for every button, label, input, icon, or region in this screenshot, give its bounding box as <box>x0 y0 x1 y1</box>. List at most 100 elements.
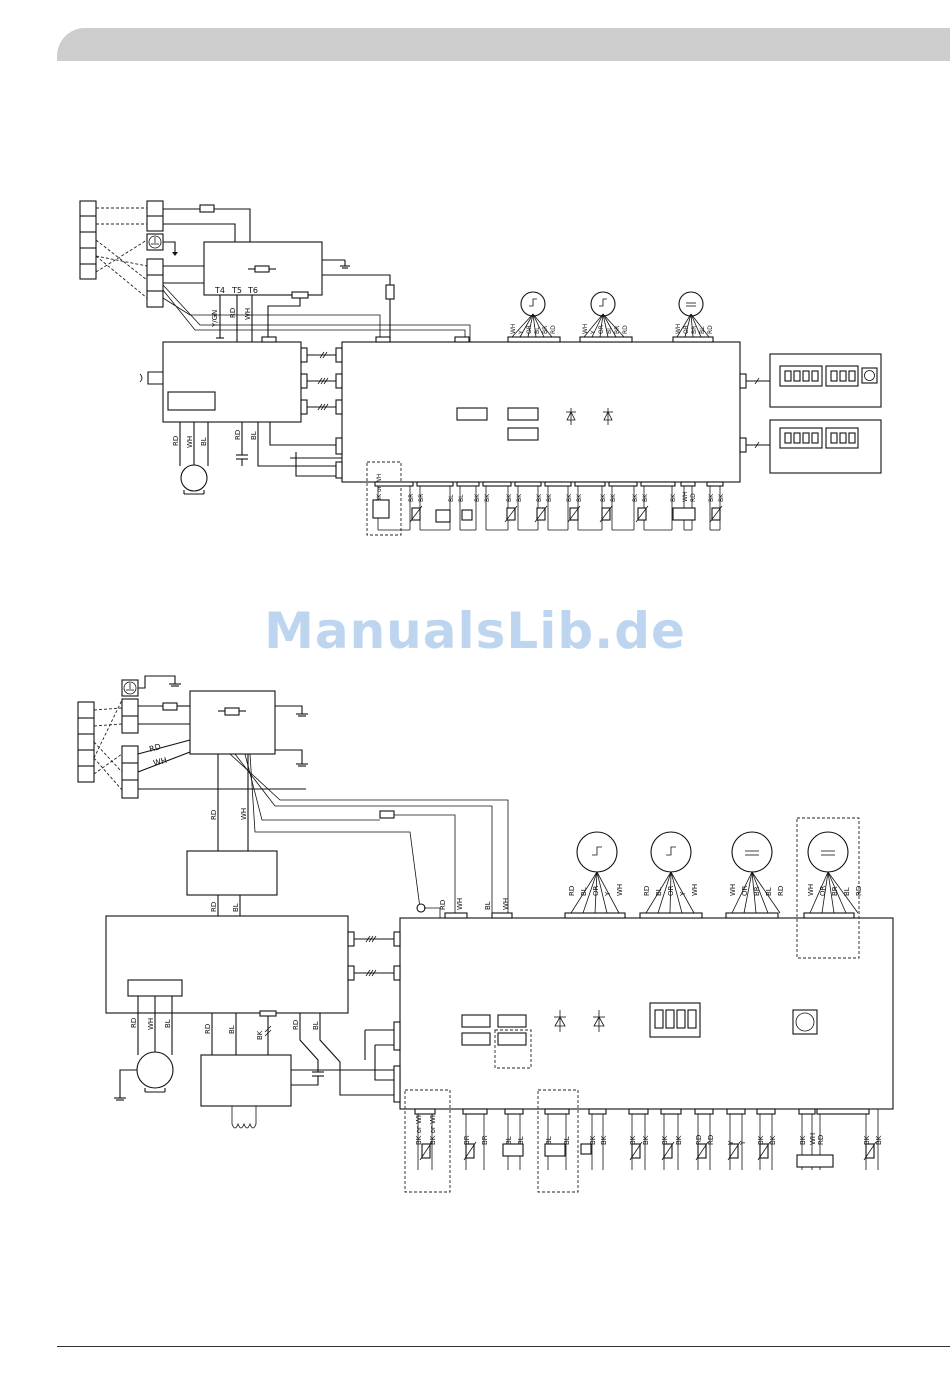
filter-board-2 <box>189 690 276 755</box>
top-conn-rd: RD <box>439 900 447 910</box>
board-wire-bl: BL <box>232 903 240 912</box>
bottom2-wire-label: BR <box>463 1135 471 1145</box>
bottom-wire-label: BL <box>448 494 455 502</box>
supply-wire-rd: RD <box>148 742 162 754</box>
valve2-wire-label: RD <box>643 886 651 896</box>
valve-wire-label: Y <box>590 330 597 335</box>
wire-label-ygn: Y/GN <box>211 310 219 328</box>
bottom2-wire-label: BK <box>875 1135 883 1145</box>
bottom-wire-label: BR <box>408 494 415 502</box>
valve-wire-label: Y <box>518 330 525 335</box>
valve2-wire-label: OR <box>819 885 827 896</box>
bottom2-wire-label: BK <box>600 1135 608 1145</box>
bottom-wire-label: BK <box>600 493 607 502</box>
valve2-wire-label: WH <box>691 884 699 896</box>
comp-wire-bl2: BL <box>312 1021 320 1030</box>
bottom2-wire-label: BL <box>545 1136 553 1145</box>
bottom2-wire-label: BK or WH <box>415 1112 423 1145</box>
valve2-wire-label: OR <box>592 885 600 896</box>
watermark: ManualsLib.de <box>264 602 686 660</box>
bottom2-wire-label: Y <box>739 1140 747 1146</box>
wiring-diagram-1: T4 T5 T6 Y/GN RD WH RD WH BL RD BL <box>79 200 882 536</box>
bottom-wire-label: BK <box>670 493 677 502</box>
bottom2-wire-label: BK <box>799 1135 807 1145</box>
bottom-wire-label: BK <box>474 493 481 502</box>
comp-wire-rd2: RD <box>292 1020 300 1030</box>
expansion-valve-2-4 <box>803 831 855 919</box>
supply-wire-wh: WH <box>152 756 168 768</box>
drive-board-2 <box>105 915 349 1014</box>
valve-wire-label: RD <box>707 325 714 334</box>
main-control-board-2 <box>399 917 894 1110</box>
bottom2-wire-label: BK <box>769 1135 777 1145</box>
valve2-wire-label: OR <box>741 885 749 896</box>
bottom2-wire-label: WH <box>809 1133 817 1145</box>
fan-wire-rd: RD <box>172 436 180 446</box>
valve-wire-label: BR <box>542 326 549 334</box>
ground-symbol <box>146 233 178 256</box>
valve-wire-label: OR <box>683 325 690 334</box>
valve2-wire-label: BL <box>655 887 663 896</box>
valve-wire-label: OR <box>526 325 533 334</box>
vertical-wire-wh: WH <box>240 808 248 820</box>
terminal-T4: T4 <box>214 286 225 295</box>
bottom2-wire-label: BL <box>517 1136 525 1145</box>
bottom-wire-label: RD <box>690 493 697 502</box>
valve2-wire-label: BR <box>831 886 839 896</box>
bottom-wire-label: BK <box>536 493 543 502</box>
valve2-wire-label: RD <box>568 886 576 896</box>
valve-wire-label: OR <box>598 325 605 334</box>
bottom2-wire-label: BR <box>481 1135 489 1145</box>
fan2-wire-wh: WH <box>147 1018 155 1030</box>
bottom2-wire-label: BL <box>563 1136 571 1145</box>
cap-wire-bl: BL <box>250 431 258 440</box>
bottom-wire-label: BK <box>642 493 649 502</box>
bottom2-wire-label: RD <box>817 1135 825 1145</box>
bottom2-wire-label: RD <box>695 1135 703 1145</box>
bottom-wire-label: BK <box>546 493 553 502</box>
bottom-wire-label: BK <box>566 493 573 502</box>
valve2-wire-label: WH <box>807 884 815 896</box>
bottom-wire-label: BL <box>458 494 465 502</box>
bottom2-wire-label: BK <box>661 1135 669 1145</box>
led-icon-2 <box>554 1010 605 1032</box>
bottom-wire-label: BK <box>718 493 725 502</box>
valve2-wire-label: RD <box>777 886 785 896</box>
bottom2-wire-label: BK <box>629 1135 637 1145</box>
bottom-wire-label: BK <box>610 493 617 502</box>
top-conn-wh: WH <box>456 898 464 910</box>
bottom-wire-label: BK <box>484 493 491 502</box>
fan2-wire-rd: RD <box>130 1018 138 1028</box>
fan-motor-2 <box>114 1051 174 1101</box>
valve2-wire-label: BL <box>580 887 588 896</box>
bottom2-wire-label: BK <box>675 1135 683 1145</box>
valve-wire-label: RD <box>622 325 629 334</box>
terminal-block-left-2 <box>77 675 181 799</box>
expansion-valve-1 <box>507 291 561 343</box>
valve2-wire-label: BL <box>765 887 773 896</box>
fan-wire-bl: BL <box>200 437 208 446</box>
optional-heater-frame <box>366 461 402 536</box>
bottom-wire-label: BK <box>506 493 513 502</box>
terminal-T5: T5 <box>231 286 242 295</box>
expansion-valve-3 <box>672 291 714 343</box>
valve-wire-label: BL <box>606 326 613 334</box>
bottom2-wire-label: BK <box>589 1135 597 1145</box>
expansion-valve-2 <box>579 291 633 343</box>
bottom-wire-label: WH <box>682 492 689 502</box>
bottom-wire-label: BK <box>576 493 583 502</box>
bottom-wire-label: BK or WH <box>376 474 383 502</box>
valve2-wire-label: WH <box>616 884 624 896</box>
valve2-wire-label: OR <box>667 885 675 896</box>
bottom2-wire-label: BK <box>757 1135 765 1145</box>
valve2-wire-label: RD <box>855 886 863 896</box>
reactor-board <box>186 850 278 896</box>
valve2-wire-label: WH <box>729 884 737 896</box>
valve2-wire-label: BR <box>753 886 761 896</box>
vertical-wire-rd: RD <box>210 810 218 820</box>
cap-wire-rd: RD <box>234 430 242 440</box>
comp-wire-bl: BL <box>228 1025 236 1034</box>
compressor <box>200 1054 292 1107</box>
button <box>792 1009 818 1035</box>
